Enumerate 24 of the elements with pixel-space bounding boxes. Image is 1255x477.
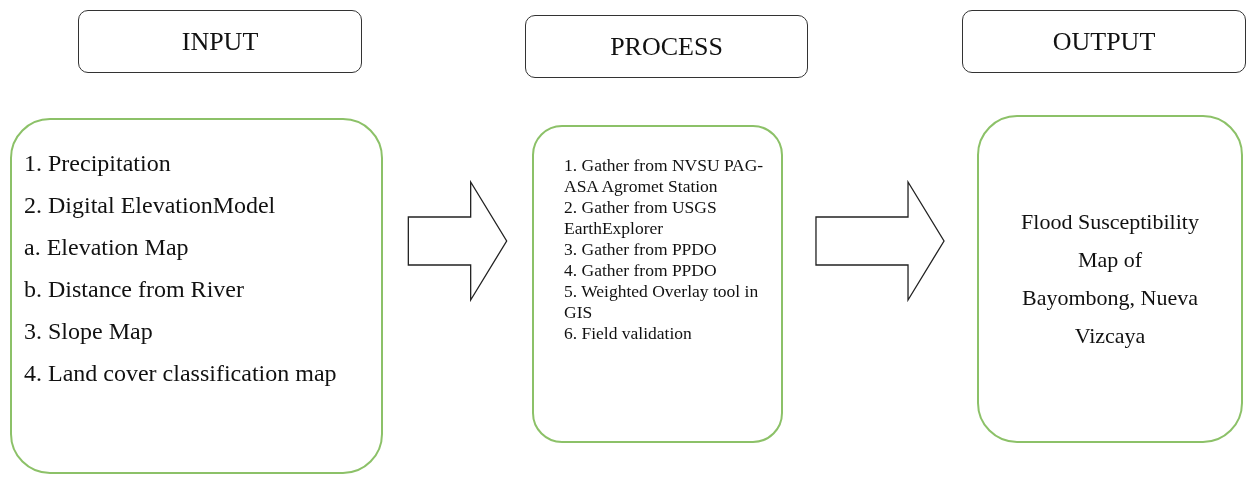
stage-title: INPUT	[181, 26, 259, 57]
process-box	[532, 125, 783, 443]
list-item-text: 1. Precipitation	[24, 149, 172, 178]
stage-title: PROCESS	[610, 31, 723, 62]
list-item-text: 1. Gather from NVSU PAG-ASA Agromet Station	[564, 155, 765, 197]
list-item-text: a. Elevation Map	[24, 233, 190, 262]
list-item-text: 3. Gather from PPDO	[564, 239, 718, 260]
list-item-text: 5. Weighted Overlay tool in GIS	[564, 281, 760, 323]
list-item-text: b. Distance from River	[24, 275, 245, 304]
list-item-text: 4. Gather from PPDO	[564, 260, 718, 281]
input-box	[10, 118, 383, 474]
list-item-text: 6. Field validation	[564, 323, 693, 344]
stage-header-box	[525, 15, 808, 78]
stage-header-box	[962, 10, 1246, 73]
list-item-text: 2. Digital ElevationModel	[24, 191, 277, 220]
output-text: Flood Susceptibility Map of Bayombong, Nueva Vizcaya	[1020, 208, 1200, 350]
list-item-text: 2. Gather from USGS EarthExplorer	[564, 197, 718, 239]
list-item-text: 3. Slope Map	[24, 317, 154, 346]
block-arrow	[815, 179, 945, 303]
block-arrow	[407, 179, 508, 303]
stage-header-box	[78, 10, 362, 73]
output-box	[977, 115, 1243, 443]
list-item-text: 4. Land cover classification map	[24, 359, 338, 388]
stage-title: OUTPUT	[1052, 26, 1156, 57]
